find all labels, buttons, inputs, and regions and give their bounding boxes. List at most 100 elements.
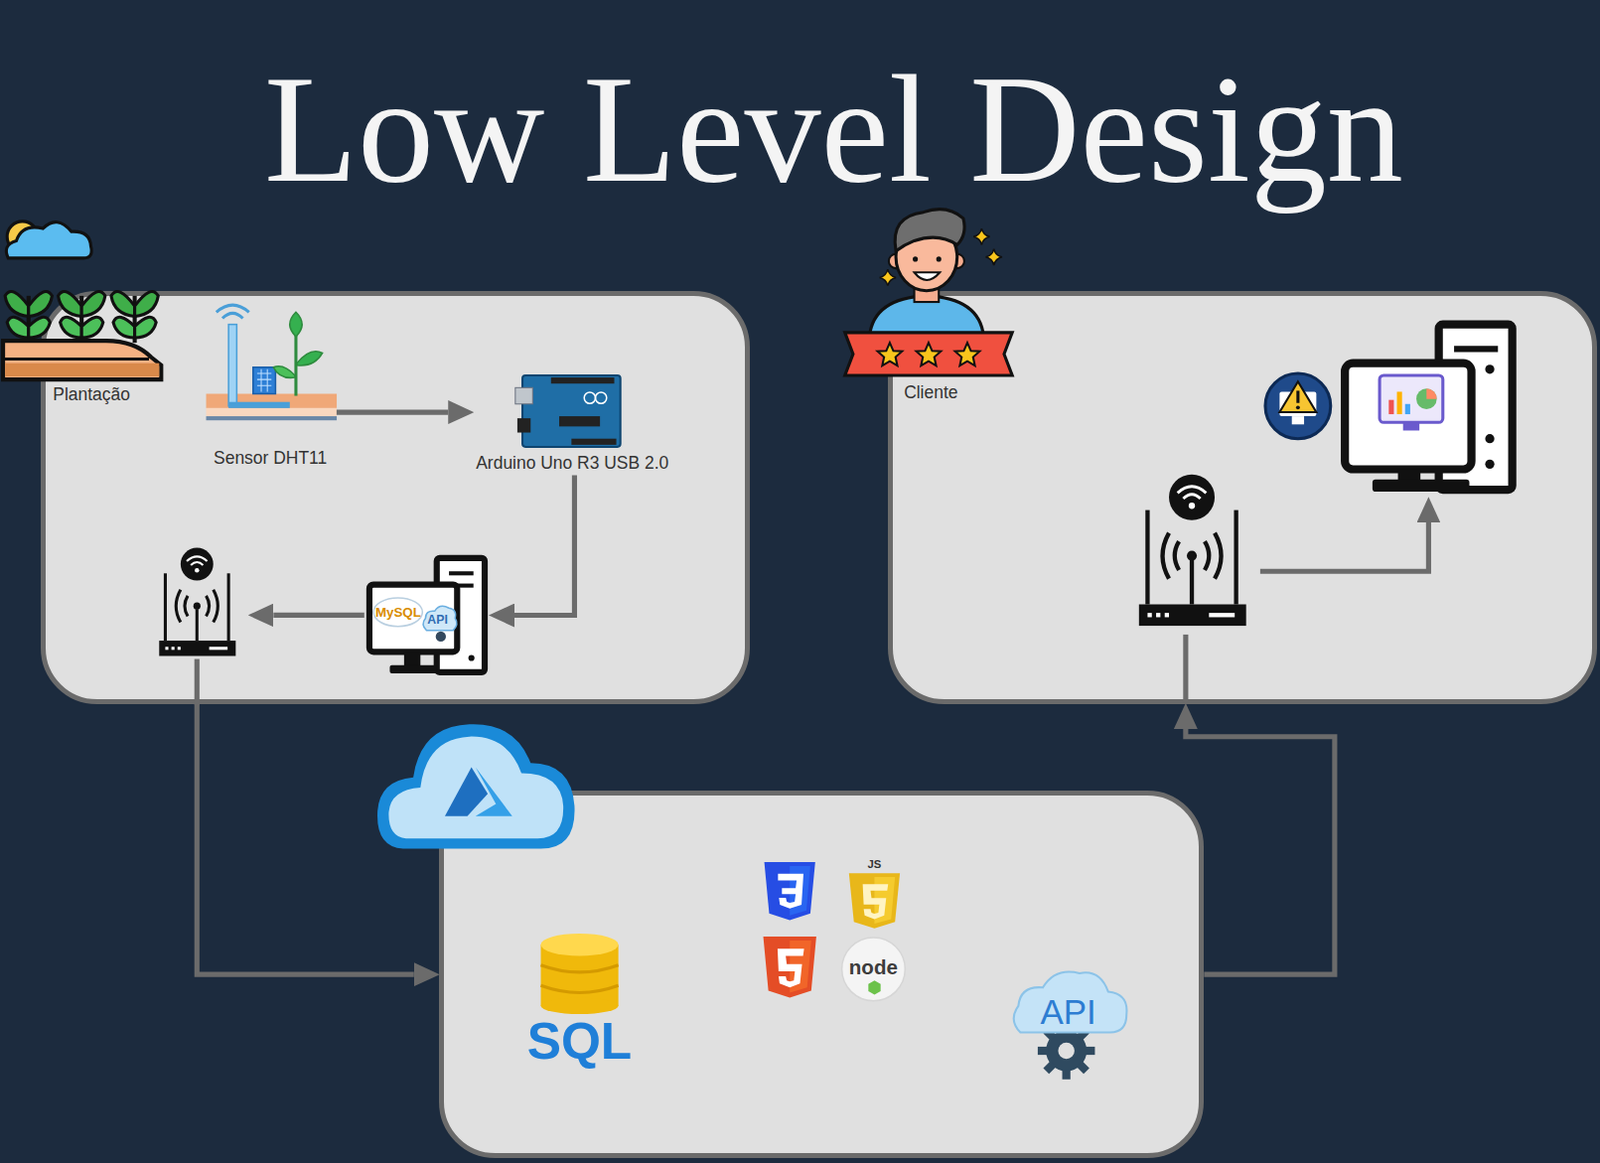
plantation-icon (5, 222, 92, 259)
client-avatar (914, 272, 941, 281)
client-computer-icon (1484, 459, 1494, 469)
alert-badge (1292, 416, 1305, 425)
azure-cloud-icon (377, 724, 576, 849)
wire (196, 522, 1429, 706)
panel-heading: Cliente (903, 384, 958, 402)
server-computer-icon (389, 665, 437, 674)
wire (1260, 522, 1430, 572)
alert-badge (1279, 381, 1316, 413)
server-computer-icon (448, 571, 474, 576)
arduino-board (559, 416, 600, 427)
client-computer-icon (1388, 400, 1394, 415)
router-icon (158, 548, 236, 657)
html-logo (763, 936, 817, 999)
client-computer-icon (1405, 404, 1411, 415)
logo-text: API (1039, 995, 1096, 1030)
azure-cloud-icon (388, 736, 564, 840)
sensor-illustration (253, 367, 277, 395)
plantation-icon (111, 291, 158, 344)
plantation-icon (4, 363, 159, 377)
alert-badge (1296, 390, 1300, 403)
sensor-illustration (228, 324, 237, 407)
sensor-illustration (290, 311, 302, 337)
sensor-illustration (206, 408, 338, 417)
sensor-illustration (296, 351, 323, 366)
api-icon (1062, 1068, 1071, 1079)
component-label: Sensor DHT11 (213, 449, 327, 467)
azure-cloud-icon (377, 724, 576, 849)
plantation-icon (2, 340, 161, 380)
css-logo (777, 873, 804, 909)
client-avatar (845, 332, 1013, 376)
alert-badge (1265, 373, 1331, 439)
wire (1182, 634, 1188, 705)
component-label: Arduino Uno R3 USB 2.0 (475, 454, 669, 472)
database-icon (541, 933, 619, 1015)
api-icon (1076, 1060, 1090, 1074)
logo-text: node (849, 957, 898, 979)
sensor-illustration (206, 393, 338, 408)
client-computer-icon (1484, 434, 1494, 443)
client-computer-icon (1426, 388, 1437, 399)
alert-badge (1296, 405, 1301, 410)
api-icon (1042, 1060, 1056, 1074)
router-icon (1139, 474, 1247, 626)
database-icon (541, 965, 619, 973)
node-logo (868, 980, 880, 995)
plantation-icon (58, 291, 106, 344)
client-avatar (845, 209, 1013, 376)
js-logo (849, 872, 900, 928)
server-computer-icon (423, 605, 457, 631)
html-logo (777, 948, 805, 988)
arduino-board (522, 375, 621, 447)
client-avatar (877, 342, 903, 366)
node-logo (842, 937, 906, 1002)
connector-arrow (336, 410, 448, 416)
sensor-illustration (228, 402, 291, 409)
client-computer-icon (1344, 363, 1471, 470)
server-computer-icon (436, 558, 485, 673)
database-icon (541, 998, 619, 1015)
client-computer-icon (1403, 422, 1420, 431)
arduino-board (515, 375, 621, 447)
sensor-illustration (257, 369, 272, 393)
html-logo (763, 936, 817, 999)
server-computer-icon (404, 651, 421, 666)
router-icon (1139, 474, 1247, 626)
router-icon (158, 548, 236, 657)
alert-badge (1265, 373, 1331, 439)
arduino-board (517, 418, 531, 433)
api-icon (1014, 972, 1128, 1080)
logo-text: SQL (527, 1016, 633, 1067)
server-computer-icon (468, 654, 475, 661)
css-logo (764, 862, 816, 921)
client-computer-icon (1454, 345, 1498, 352)
azure-cloud-icon (444, 766, 488, 816)
plantation-icon (2, 357, 149, 361)
client-avatar (879, 269, 896, 286)
client-computer-icon (1484, 364, 1494, 374)
client-avatar (955, 342, 981, 366)
sensor-illustration (216, 304, 250, 312)
azure-cloud-icon (475, 766, 513, 816)
client-avatar (894, 209, 965, 252)
node-logo (842, 937, 906, 1002)
client-computer-icon (1379, 375, 1444, 423)
server-computer-icon (369, 584, 457, 653)
sensor-illustration (206, 416, 338, 421)
plantation-icon (2, 221, 161, 380)
panel-heading: Plantação (52, 386, 131, 404)
js-logo (863, 883, 889, 919)
client-computer-icon (1416, 388, 1438, 410)
arduino-board (583, 392, 595, 404)
sensor-illustration (273, 366, 295, 379)
logo-text: API (427, 613, 448, 626)
logo-text: JS (867, 859, 881, 871)
client-avatar (916, 342, 942, 366)
client-avatar (973, 228, 990, 245)
plantation-icon (4, 291, 52, 344)
css-logo (764, 862, 816, 921)
client-avatar (985, 249, 1002, 266)
server-computer-icon (369, 558, 485, 674)
